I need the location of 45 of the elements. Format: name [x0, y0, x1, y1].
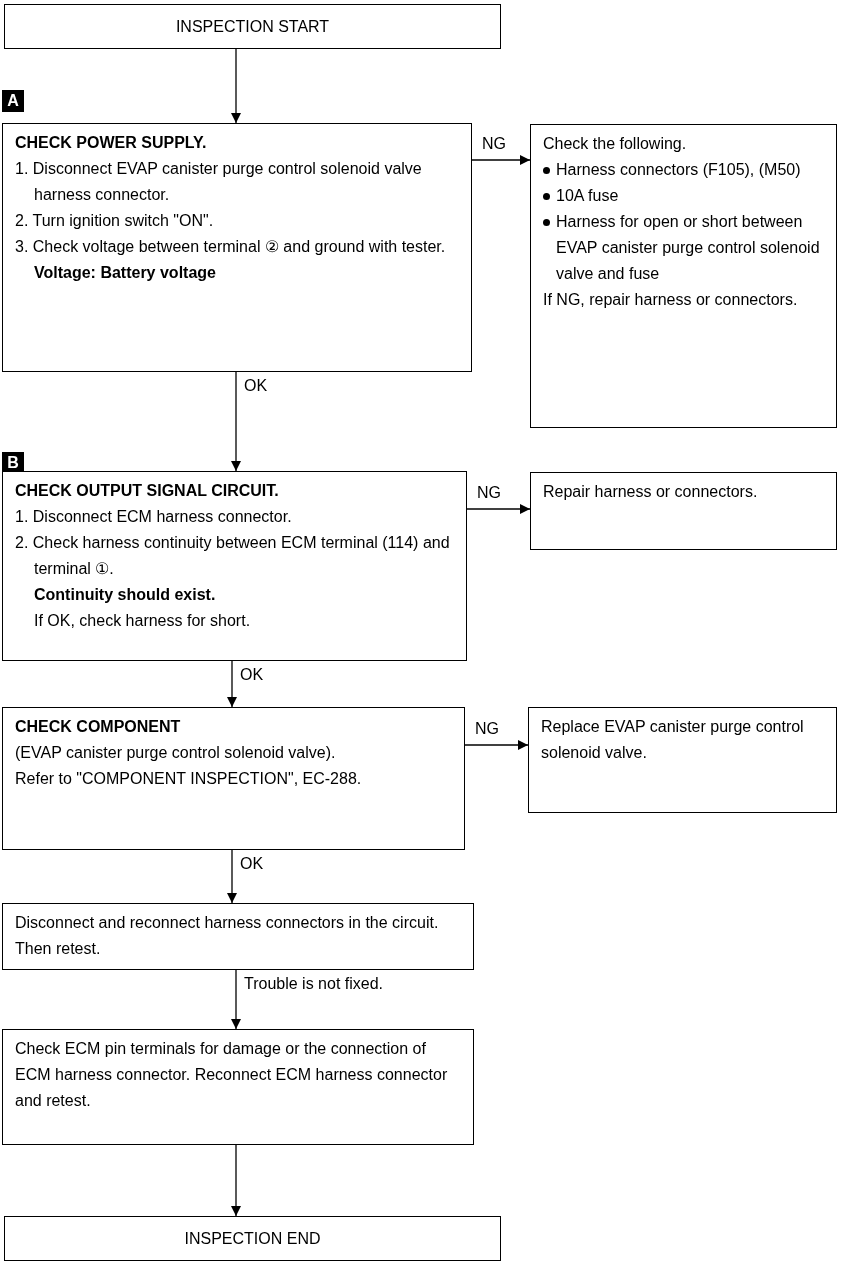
- step-marker: A: [2, 90, 24, 112]
- process-box: [2, 903, 474, 970]
- arrow: [464, 740, 529, 750]
- process-box: [2, 123, 472, 372]
- arrow: [466, 504, 531, 514]
- step-text: Repair harness or connectors.: [543, 482, 759, 502]
- step-text: 3. Check voltage between terminal ② and ground with tester.: [15, 237, 447, 257]
- process-box: [2, 707, 465, 850]
- arrow: [227, 660, 237, 708]
- arrow: [227, 849, 237, 904]
- step-text: Harness for open or short between EVAP canister purge control solenoid valve and fuse: [556, 212, 821, 284]
- arrow: [231, 48, 241, 124]
- step-text: INSPECTION START: [175, 16, 330, 37]
- step-text: Harness connectors (F105), (M50): [556, 160, 801, 180]
- step-text: 1. Disconnect ECM harness connector.: [15, 507, 293, 527]
- step-text: 2. Turn ignition switch "ON".: [15, 211, 215, 231]
- step-text: If NG, repair harness or connectors.: [543, 290, 799, 310]
- step-text: Replace EVAP canister purge control solenoid valve.: [541, 717, 805, 763]
- arrow: [471, 155, 531, 165]
- step-text: Refer to "COMPONENT INSPECTION", EC-288.: [15, 769, 363, 789]
- process-box: [4, 4, 501, 49]
- step-text: INSPECTION END: [184, 1228, 321, 1249]
- step-text: 2. Check harness continuity between ECM terminal (114) and terminal ①.: [15, 533, 451, 579]
- process-box: [2, 1029, 474, 1145]
- step-heading: CHECK OUTPUT SIGNAL CIRCUIT.: [15, 481, 280, 501]
- process-box: [2, 471, 467, 661]
- step-heading: Continuity should exist.: [33, 585, 217, 605]
- step-text: Disconnect and reconnect harness connectors in the circuit. Then retest.: [15, 913, 440, 959]
- process-box: [528, 707, 837, 813]
- process-box: [530, 472, 837, 550]
- process-box: [530, 124, 837, 428]
- step-marker: B: [2, 452, 24, 474]
- arrow: [231, 1144, 241, 1217]
- step-text: Check ECM pin terminals for damage or the connection of ECM harness connector. Reconnect ECM harness connector and retest.: [15, 1039, 449, 1111]
- step-text: Check the following.: [543, 134, 688, 154]
- step-text: 10A fuse: [556, 186, 619, 206]
- arrow: [231, 371, 241, 472]
- step-heading: CHECK COMPONENT: [15, 717, 182, 737]
- arrow: [231, 969, 241, 1030]
- step-heading: Voltage: Battery voltage: [33, 263, 217, 283]
- step-text: (EVAP canister purge control solenoid valve).: [15, 743, 337, 763]
- step-text: 1. Disconnect EVAP canister purge control solenoid valve harness connector.: [15, 159, 423, 205]
- step-heading: CHECK POWER SUPPLY.: [15, 133, 208, 153]
- step-text: If OK, check harness for short.: [33, 611, 252, 631]
- process-box: [4, 1216, 501, 1261]
